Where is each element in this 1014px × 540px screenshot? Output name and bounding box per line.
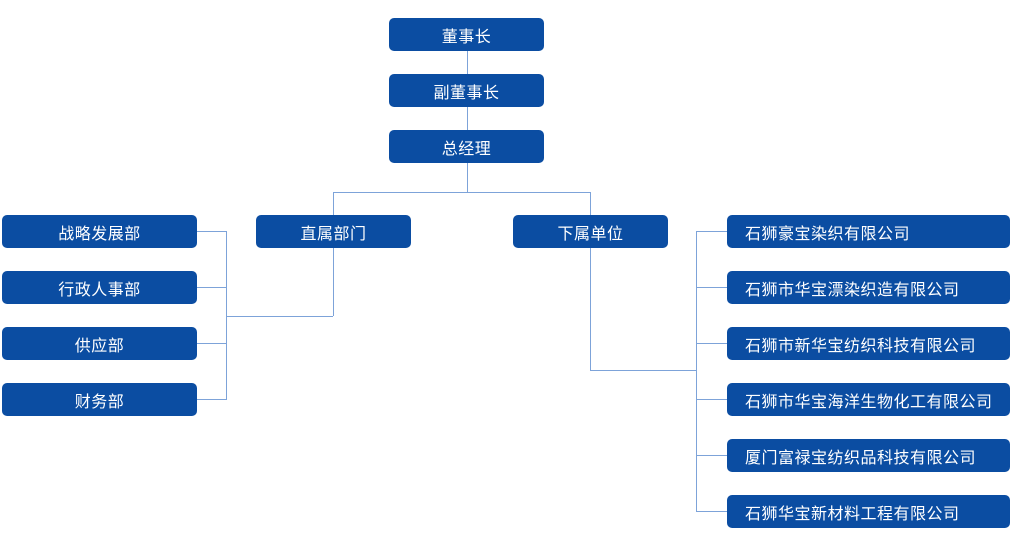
node-dept-supply: 供应部: [2, 327, 197, 360]
connector-dept-stub-2: [197, 287, 226, 288]
node-direct-departments: 直属部门: [256, 215, 411, 248]
node-subsidiary-5: 厦门富禄宝纺织品科技有限公司: [727, 439, 1010, 472]
connector-dept-stub-4: [197, 399, 226, 400]
node-general-manager: 总经理: [389, 130, 544, 163]
node-subsidiary-2: 石狮市华宝漂染织造有限公司: [727, 271, 1010, 304]
connector-departments-spine: [226, 231, 227, 400]
connector-vice-chairman-general-manager: [467, 107, 468, 130]
connector-subordinate-units-horizontal: [590, 370, 696, 371]
connector-subsidiary-stub-2: [696, 287, 727, 288]
connector-subsidiary-stub-3: [696, 343, 727, 344]
node-subsidiary-3: 石狮市新华宝纺织科技有限公司: [727, 327, 1010, 360]
node-subsidiary-4: 石狮市华宝海洋生物化工有限公司: [727, 383, 1010, 416]
node-vice-chairman: 副董事长: [389, 74, 544, 107]
connector-branch-right-drop: [590, 192, 591, 215]
connector-branch-left-drop: [333, 192, 334, 215]
connector-subsidiary-stub-1: [696, 231, 727, 232]
connector-subordinate-units-drop: [590, 248, 591, 370]
connector-direct-departments-horizontal: [226, 316, 333, 317]
connector-dept-stub-3: [197, 343, 226, 344]
connector-chairman-vice-chairman: [467, 51, 468, 74]
connector-subsidiary-stub-6: [696, 511, 727, 512]
connector-direct-departments-drop: [333, 248, 334, 316]
node-subordinate-units: 下属单位: [513, 215, 668, 248]
connector-general-manager-drop: [467, 163, 468, 193]
node-chairman: 董事长: [389, 18, 544, 51]
connector-subsidiaries-spine: [696, 231, 697, 512]
connector-branch-horizontal: [333, 192, 591, 193]
connector-subsidiary-stub-5: [696, 455, 727, 456]
connector-subsidiary-stub-4: [696, 399, 727, 400]
node-dept-finance: 财务部: [2, 383, 197, 416]
connector-dept-stub-1: [197, 231, 226, 232]
node-dept-admin-hr: 行政人事部: [2, 271, 197, 304]
node-subsidiary-6: 石狮华宝新材料工程有限公司: [727, 495, 1010, 528]
node-subsidiary-1: 石狮豪宝染织有限公司: [727, 215, 1010, 248]
node-dept-strategy-development: 战略发展部: [2, 215, 197, 248]
